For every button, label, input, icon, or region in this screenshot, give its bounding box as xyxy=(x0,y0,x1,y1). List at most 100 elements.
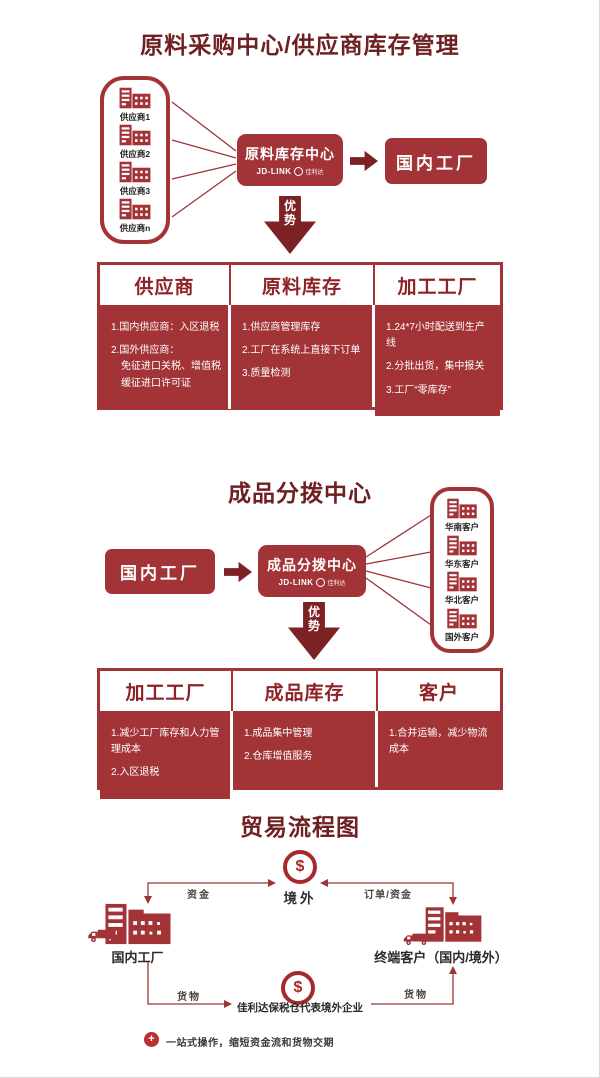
table-column: 客户 1.合并运输，减少物流成本 xyxy=(378,671,500,787)
section1-title: 原料采购中心/供应商库存管理 xyxy=(140,32,460,58)
table-cell-line: 1.国内供应商：入区退税 xyxy=(111,322,220,333)
bonded-warehouse-label: 佳利达保税仓代表境外企业 xyxy=(237,1002,363,1014)
supplier-label: 供应商2 xyxy=(119,149,151,159)
logo-brand: JD-LINK xyxy=(256,167,292,176)
table-column: 供应商 1.国内供应商：入区退税 2.国外供应商： 免征进口关税、增值税 缓征进… xyxy=(100,265,231,409)
warehouse-icon xyxy=(447,498,477,519)
goods-flow-label-left: 货物 xyxy=(177,992,201,1003)
table-cell-line: 2.入区退税 xyxy=(111,767,160,779)
advantage-arrow-icon: 优势 xyxy=(288,602,340,660)
funds-flow-label: 资金 xyxy=(187,890,211,901)
table-column: 原料库存 1.供应商管理库存 2.工厂在系统上直接下订单 3.质量检测 xyxy=(231,265,375,407)
customer-item: 华东客户 xyxy=(444,534,480,570)
supplier-label: 供应商3 xyxy=(119,186,151,196)
node-title: 成品分拨中心 xyxy=(267,557,357,573)
table-cell-line: 1.成品集中管理 xyxy=(244,728,313,739)
supplier-item: 供应商n xyxy=(116,197,154,234)
customer-item: 国外客户 xyxy=(444,607,480,643)
table-cell-line: 3.工厂“零库存” xyxy=(386,384,451,396)
logo-ring-icon xyxy=(294,167,304,176)
advantage-label: 优势 xyxy=(307,605,320,633)
table-cell-line: 2.国外供应商： 免征进口关税、增值税 缓征进口许可证 xyxy=(111,345,221,389)
column-body: 1.供应商管理库存 2.工厂在系统上直接下订单 3.质量检测 xyxy=(231,305,375,407)
warehouse-icon xyxy=(447,535,477,556)
column-header: 成品库存 xyxy=(233,671,378,711)
customer-label: 华东客户 xyxy=(444,558,479,569)
customer-label: 国外客户 xyxy=(444,631,479,642)
column-header: 客户 xyxy=(378,671,500,711)
logo-ring-icon xyxy=(316,578,326,587)
supplier-item: 供应商3 xyxy=(116,160,154,197)
table-cell-line: 1.减少工厂库存和人力管理成本 xyxy=(111,728,220,756)
domestic-factory-box: 国内工厂 xyxy=(385,138,487,184)
footnote-text: 一站式操作，缩短资金流和货物交期 xyxy=(166,1038,334,1049)
customer-item: 华北客户 xyxy=(444,570,480,606)
customer-item: 华南客户 xyxy=(444,497,480,533)
supplier-item: 供应商1 xyxy=(116,86,154,123)
column-body: 1.合并运输，减少物流成本 xyxy=(378,711,500,787)
warehouse-icon xyxy=(119,124,151,146)
dollar-symbol: $ xyxy=(295,858,305,875)
dollar-icon: $ xyxy=(281,971,315,1005)
customer-label: 华北客户 xyxy=(444,595,479,606)
goods-flow-label-right: 货物 xyxy=(404,990,428,1001)
table-cell-line: 3.质量检测 xyxy=(242,368,291,380)
plus-icon: + xyxy=(144,1032,159,1047)
order-funds-flow-label: 订单/资金 xyxy=(364,890,412,901)
arrow-right-icon xyxy=(224,561,252,583)
column-body: 1.24*7小时配送到生产线 2.分批出货，集中报关 3.工厂“零库存” xyxy=(375,305,500,416)
customer-building-icon xyxy=(425,907,482,942)
jdlink-logo: JD-LINK 佳利达 xyxy=(256,167,324,176)
supplier-item: 供应商2 xyxy=(116,123,154,160)
table-column: 加工工厂 1.24*7小时配送到生产线 2.分批出货，集中报关 3.工厂“零库存… xyxy=(375,265,500,416)
domestic-factory-box-2: 国内工厂 xyxy=(105,549,215,594)
arrow-right-icon xyxy=(350,150,378,172)
table-cell-line: 2.工厂在系统上直接下订单 xyxy=(242,345,361,357)
column-header: 供应商 xyxy=(100,265,231,305)
advantage-table-1: 供应商 1.国内供应商：入区退税 2.国外供应商： 免征进口关税、增值税 缓征进… xyxy=(97,262,503,416)
supplier-group: 供应商1 供应商2 供应商3 供应商n xyxy=(100,76,170,244)
logo-brand: JD-LINK xyxy=(278,578,314,587)
warehouse-icon xyxy=(119,87,151,109)
plus-symbol: + xyxy=(148,1033,155,1045)
column-header: 加工工厂 xyxy=(375,265,500,305)
warehouse-icon xyxy=(119,161,151,183)
supplier-label: 供应商1 xyxy=(119,112,151,122)
jdlink-logo: JD-LINK 佳利达 xyxy=(278,578,346,587)
truck-icon xyxy=(403,933,430,946)
distribution-center-node: 成品分拨中心 JD-LINK 佳利达 xyxy=(258,545,366,597)
column-header: 原料库存 xyxy=(231,265,375,305)
table-column: 加工工厂 1.减少工厂库存和人力管理成本 2.入区退税 xyxy=(100,671,233,799)
warehouse-icon xyxy=(447,608,477,629)
dollar-icon: $ xyxy=(283,850,317,884)
advantage-label: 优势 xyxy=(283,199,296,227)
table-cell-line: 1.合并运输，减少物流成本 xyxy=(389,728,488,756)
column-body: 1.减少工厂库存和人力管理成本 2.入区退税 xyxy=(100,711,233,799)
table-column: 成品库存 1.成品集中管理 2.仓库增值服务 xyxy=(233,671,378,787)
logo-suffix: 佳利达 xyxy=(305,170,324,176)
advantage-arrow-icon: 优势 xyxy=(264,196,316,254)
advantage-table-2: 加工工厂 1.减少工厂库存和人力管理成本 2.入区退税 成品库存 1.成品集中管… xyxy=(97,668,503,799)
domestic-factory-label: 国内工厂 xyxy=(111,950,164,965)
logo-suffix: 佳利达 xyxy=(327,581,346,587)
table-cell-line: 2.分批出货，集中报关 xyxy=(386,361,485,373)
section3-title: 贸易流程图 xyxy=(240,814,360,840)
table-cell-line: 1.24*7小时配送到生产线 xyxy=(386,322,485,350)
table-cell-line: 2.仓库增值服务 xyxy=(244,751,313,763)
dollar-symbol: $ xyxy=(293,979,303,996)
table-cell-line: 1.供应商管理库存 xyxy=(242,322,321,333)
supplier-label: 供应商n xyxy=(119,223,151,233)
column-body: 1.成品集中管理 2.仓库增值服务 xyxy=(233,711,378,787)
section2-title: 成品分拨中心 xyxy=(228,480,372,506)
node-title: 原料库存中心 xyxy=(245,146,335,162)
column-header: 加工工厂 xyxy=(100,671,233,711)
customer-label: 华南客户 xyxy=(444,522,479,533)
customer-group: 华南客户 华东客户 华北客户 国外客户 xyxy=(430,487,494,653)
truck-icon xyxy=(88,929,116,943)
warehouse-icon xyxy=(119,198,151,220)
column-body: 1.国内供应商：入区退税 2.国外供应商： 免征进口关税、增值税 缓征进口许可证 xyxy=(100,305,231,409)
warehouse-icon xyxy=(447,571,477,592)
overseas-label: 境外 xyxy=(283,891,317,906)
raw-material-center-node: 原料库存中心 JD-LINK 佳利达 xyxy=(237,134,343,186)
